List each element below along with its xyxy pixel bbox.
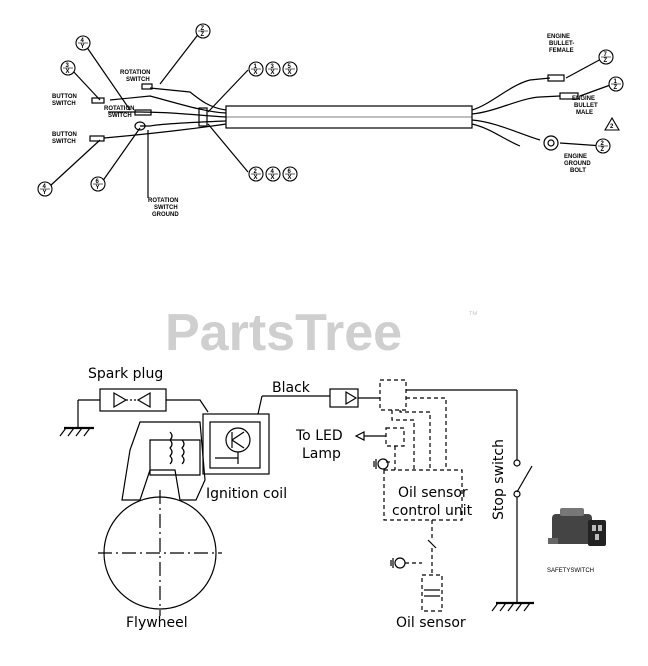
svg-text:X: X	[254, 70, 258, 76]
callout-group-top: 1 X 3 X 5 X	[248, 61, 298, 77]
callout-left1: 3 X	[60, 60, 76, 76]
svg-text:2: 2	[254, 169, 258, 175]
svg-text:Y: Y	[81, 44, 85, 50]
svg-text:1: 1	[254, 64, 258, 70]
label-rotation-switch-ground: ROTATION SWITCH GROUND	[148, 198, 180, 218]
ignition-schematic: Spark plug Ignition co	[59, 366, 606, 631]
label-safety-switch: SAFETYSWITCH	[547, 568, 594, 574]
stop-switch	[406, 389, 534, 612]
ignition-coil	[121, 395, 330, 501]
label-flywheel: Flywheel	[126, 615, 188, 631]
svg-text:5: 5	[288, 64, 292, 70]
label-oil-sensor: Oil sensor	[396, 615, 466, 631]
label-ignition-coil: Ignition coil	[206, 486, 287, 502]
svg-text:X: X	[271, 175, 275, 181]
watermark-tm: ™	[468, 310, 478, 321]
svg-text:X: X	[66, 69, 70, 75]
triangle-callout: 2	[604, 116, 620, 131]
label-rotation-switch-top: ROTATION SWITCH	[120, 70, 152, 83]
callout-mid-left: 6 Y	[90, 176, 106, 192]
callout-top: Z Z	[195, 23, 211, 39]
wire-harness: Z Z 4 Y 3 X 4 Y 6 Y	[37, 23, 624, 218]
label-to-led: To LED	[295, 428, 343, 444]
svg-text:Y: Y	[96, 185, 100, 191]
svg-text:Z: Z	[201, 26, 205, 32]
callout-right-mid: 1 Z	[608, 76, 624, 92]
svg-text:4: 4	[43, 184, 47, 190]
svg-text:Z: Z	[601, 147, 605, 153]
svg-text:2: 2	[610, 124, 614, 130]
svg-text:6: 6	[288, 169, 292, 175]
svg-text:X: X	[254, 175, 258, 181]
oil-sensor-control-unit	[373, 379, 463, 575]
label-oil-sensor-unit-1: Oil sensor	[398, 485, 468, 501]
svg-text:3: 3	[66, 63, 70, 69]
svg-text:Z: Z	[614, 85, 618, 91]
watermark: PartsTree	[165, 304, 402, 362]
svg-text:2: 2	[601, 141, 605, 147]
label-button-switch-2: BUTTON SWITCH	[52, 132, 79, 145]
svg-text:4: 4	[81, 38, 85, 44]
safety-switch-image	[548, 508, 606, 546]
svg-text:X: X	[271, 70, 275, 76]
callout-group-bottom: 2 X 4 X 6 X	[248, 166, 298, 182]
oil-sensor	[390, 557, 443, 612]
label-spark-plug: Spark plug	[88, 366, 163, 382]
svg-text:Z: Z	[201, 32, 205, 38]
callout-left-bottom: 4 Y	[37, 181, 53, 197]
label-engine-bullet-female: ENGINE BULLET- FEMALE	[547, 34, 576, 54]
callout-right-top: 7 Z	[598, 49, 614, 65]
label-rotation-switch-mid: ROTATION SWITCH	[104, 106, 136, 119]
callout-right-bottom: 2 Z	[595, 138, 611, 154]
svg-text:Y: Y	[43, 190, 47, 196]
svg-text:Z: Z	[604, 58, 608, 64]
svg-text:X: X	[288, 70, 292, 76]
label-engine-bullet-male: ENGINE BULLET MALE	[572, 96, 599, 116]
svg-text:4: 4	[271, 169, 275, 175]
label-stop-switch: Stop switch	[491, 439, 507, 520]
svg-text:6: 6	[96, 179, 100, 185]
label-oil-sensor-unit-2: control unit	[392, 503, 473, 519]
svg-text:X: X	[288, 175, 292, 181]
label-lamp: Lamp	[302, 446, 341, 462]
label-black: Black	[272, 380, 311, 396]
label-engine-ground-bolt: ENGINE GROUND BOLT	[564, 154, 592, 174]
svg-text:3: 3	[271, 64, 275, 70]
svg-text:1: 1	[614, 79, 618, 85]
black-connector	[329, 388, 359, 408]
label-button-switch-1: BUTTON SWITCH	[52, 94, 79, 107]
svg-text:7: 7	[604, 52, 608, 58]
callout-left-top: 4 Y	[75, 35, 91, 51]
spark-plug	[99, 388, 167, 412]
